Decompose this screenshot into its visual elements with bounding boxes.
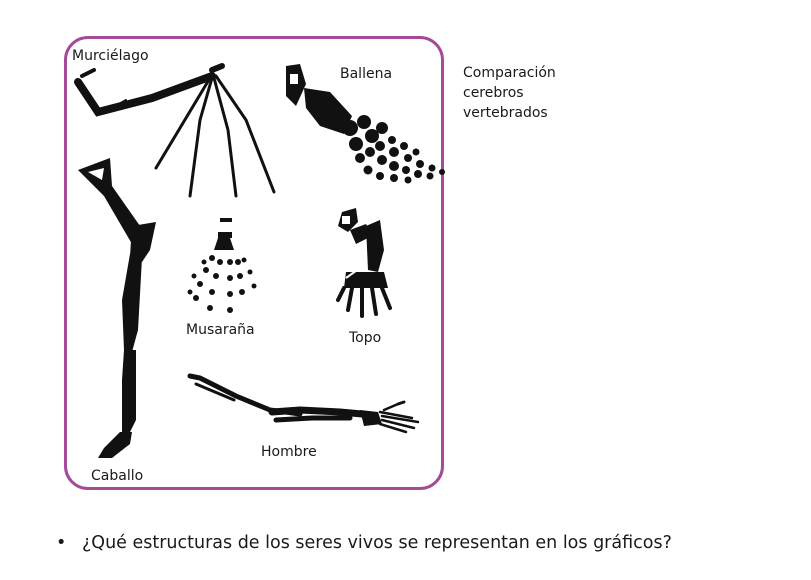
label-bat: Murciélago xyxy=(72,48,149,64)
whale-flipper-illustration xyxy=(286,64,445,184)
label-mole: Topo xyxy=(349,330,382,346)
label-whale: Ballena xyxy=(340,66,393,82)
human-arm-illustration xyxy=(187,373,420,434)
question-text: ¿Qué estructuras de los seres vivos se r… xyxy=(82,533,672,553)
figure-caption: Comparación cerebros vertebrados xyxy=(463,63,556,123)
bullet: • xyxy=(56,533,67,553)
caption-line: Comparación xyxy=(463,65,556,81)
label-shrew: Musaraña xyxy=(186,322,255,338)
caption-line: cerebros xyxy=(463,85,524,101)
shrew-paw-illustration xyxy=(187,218,257,313)
label-horse: Caballo xyxy=(91,468,144,484)
label-human: Hombre xyxy=(261,444,317,460)
caption-line: vertebrados xyxy=(463,105,548,121)
mole-paw-illustration xyxy=(336,208,392,318)
bat-wing-illustration xyxy=(74,63,276,198)
figure-frame xyxy=(64,36,444,490)
question-item: • ¿Qué estructuras de los seres vivos se … xyxy=(56,533,672,553)
horse-leg-illustration xyxy=(78,158,156,458)
